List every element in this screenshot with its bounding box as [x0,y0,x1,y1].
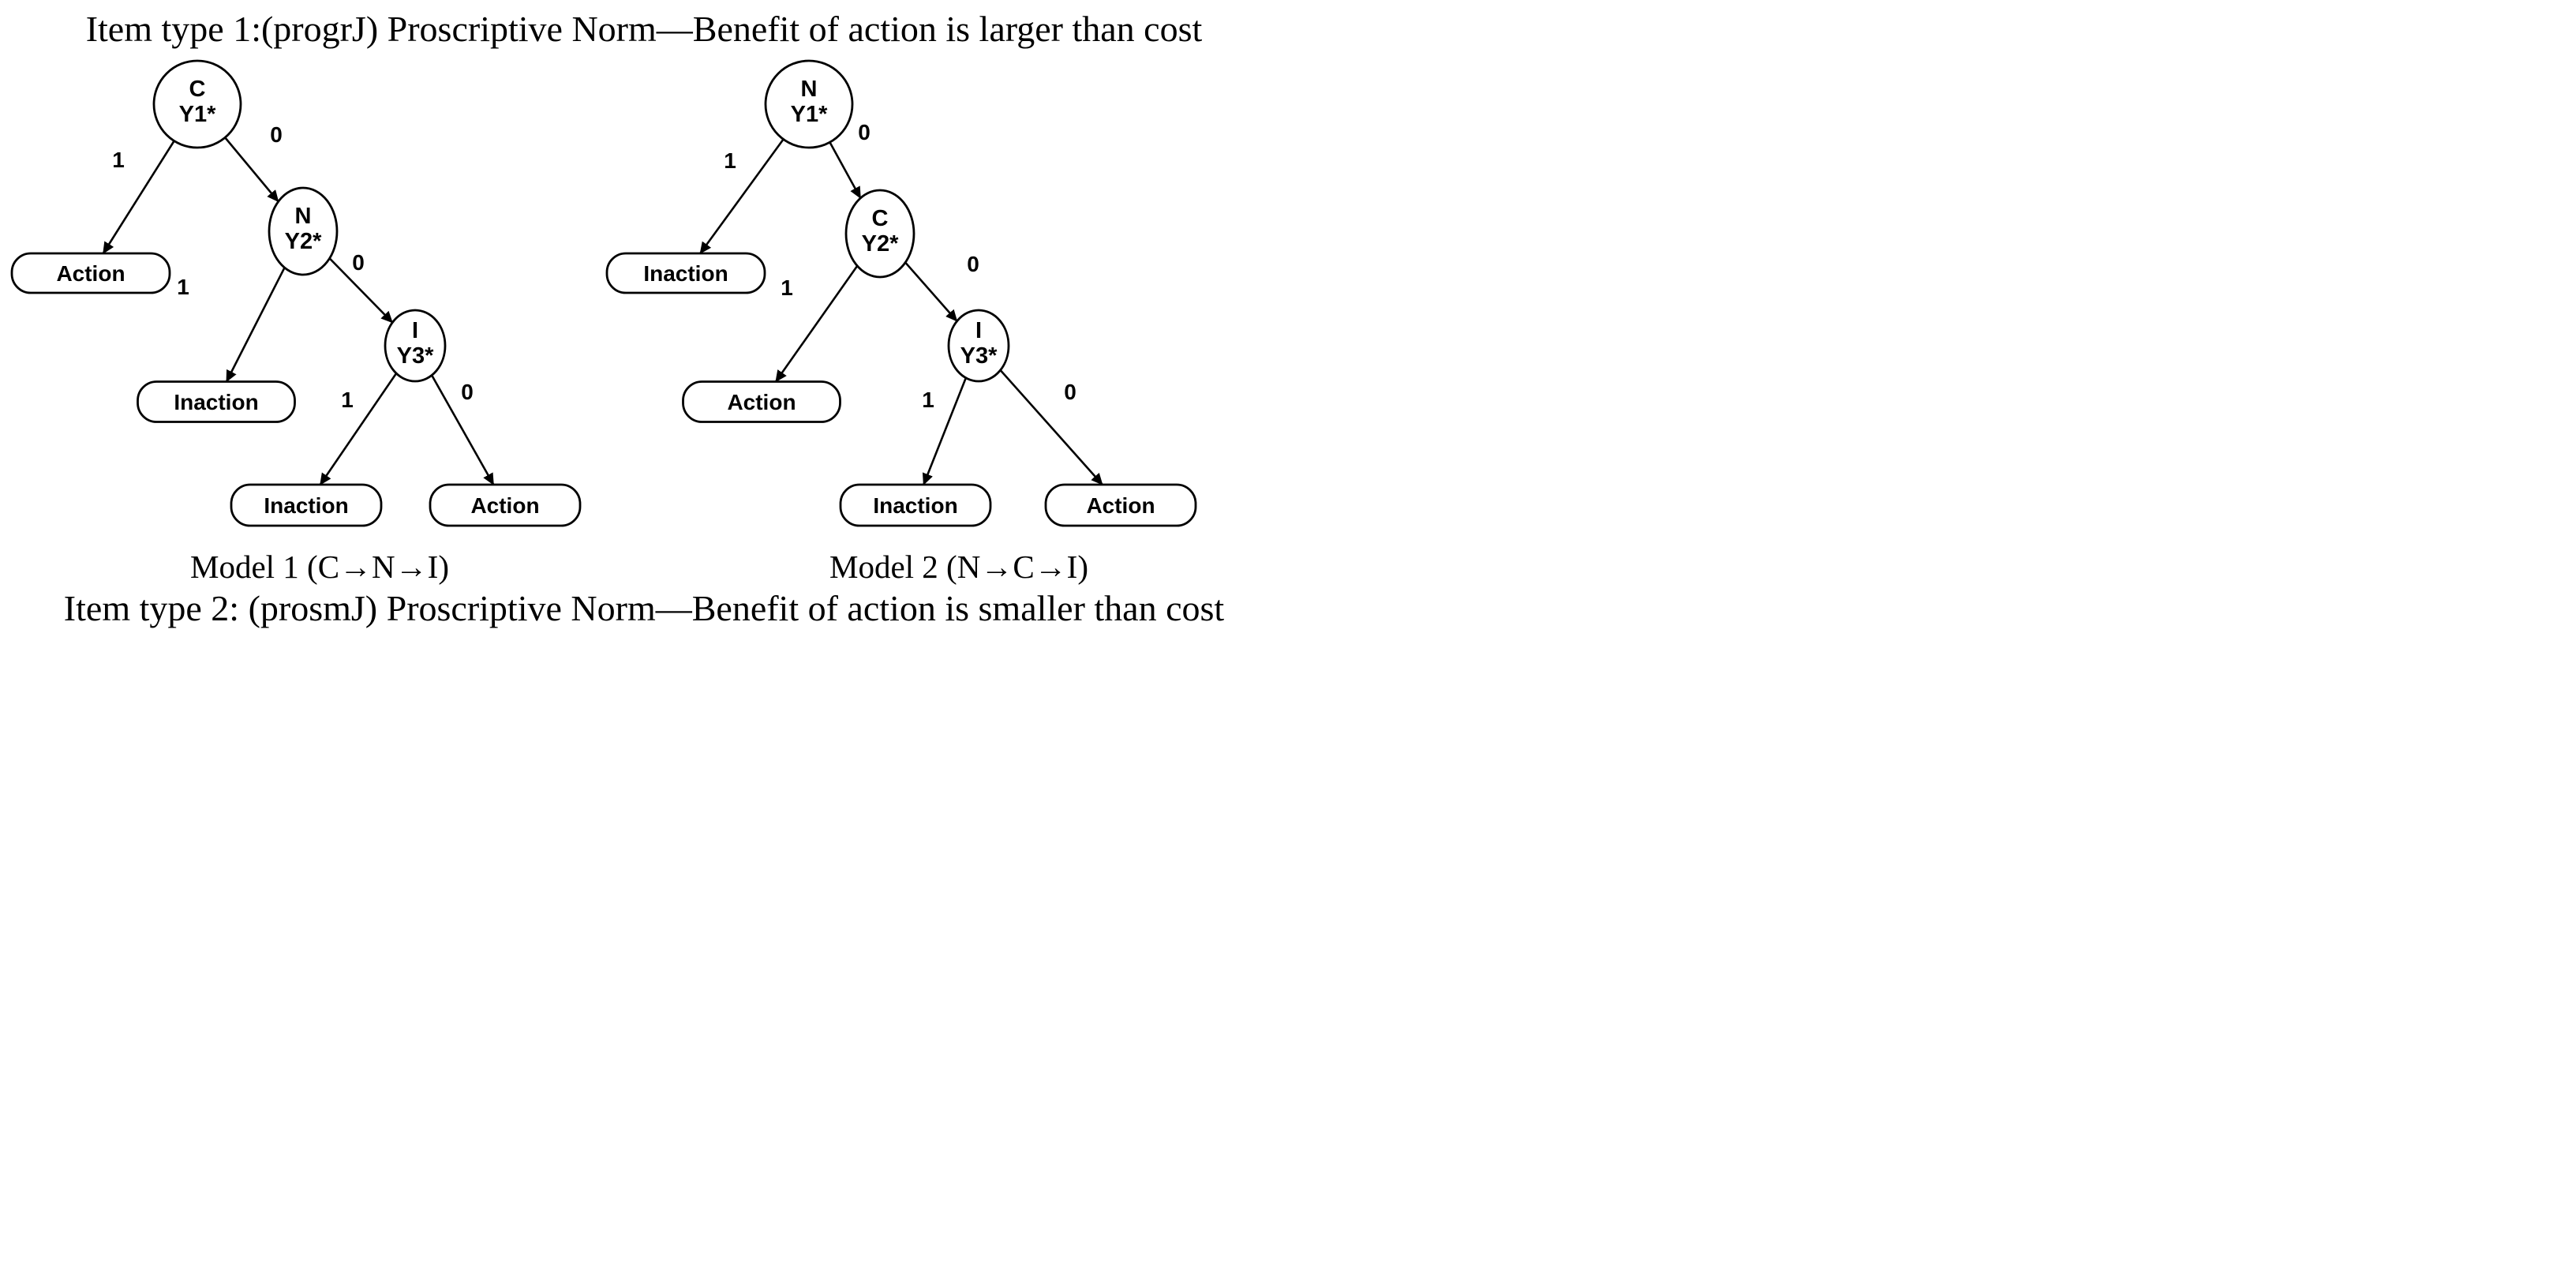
edge-label-0-m2-cost: 0 [858,120,871,144]
decision-node-label-m2-root-line2: Y1* [791,102,828,127]
item-type-1-title: Item type 1:(progrJ) Proscriptive Norm—B… [85,9,1203,49]
leaf-node-label-m1-inaction-l3: Inaction [174,390,258,414]
edge-label-1-m2-inaction-l2: 1 [724,148,736,173]
leaf-node-m2-action-l3 [682,380,841,423]
decision-node-label-m2-intent-line2: Y3* [960,343,998,369]
decision-node-label-m2-cost-line2: Y2* [862,231,899,257]
leaf-node-label-m2-inaction-l4: Inaction [873,493,957,518]
leaf-node-m1-inaction-l4 [230,483,383,527]
decision-node-label-m1-intent-line2: Y3* [397,343,434,369]
edge-label-0-m1-intent: 0 [352,250,365,275]
decision-node-label-m1-norm-line2: Y2* [285,229,322,254]
model-2-caption: Model 2 (N→C→I) [829,549,1088,585]
leaf-node-label-m2-action-l4: Action [1086,493,1155,518]
edge-label-1-m1-inaction-l4: 1 [341,388,354,412]
decision-node-m2-intent [947,309,1010,383]
decision-node-m2-cost [844,189,915,279]
decision-node-m1-norm [268,186,339,276]
leaf-node-m2-inaction-l2 [605,252,766,294]
decision-node-label-m1-intent-line1: I [412,318,418,343]
edge-label-1-m2-inaction-l4: 1 [922,388,934,412]
leaf-node-m1-inaction-l3 [137,380,296,423]
decision-node-m1-intent [384,309,447,383]
decision-node-m1-root [152,59,242,149]
edge-label-0-m2-action-l4: 0 [1064,380,1076,404]
leaf-node-label-m1-inaction-l4: Inaction [264,493,348,518]
tree-model1: 1 0 1 0 1 0 CY1* Action NY2* Inaction IY3* Inaction… [10,59,582,527]
leaf-node-m2-action-l4 [1044,483,1197,527]
edge-label-0-m1-norm: 0 [270,122,283,147]
edge-label-1-m1-action-l2: 1 [112,148,125,172]
decision-tree-figure: Item type 1:(progrJ) Proscriptive Norm—B… [0,0,1288,642]
decision-node-label-m2-intent-line1: I [975,318,982,343]
decision-node-m2-root [764,59,854,149]
leaf-node-m1-action-l4 [429,483,582,527]
leaf-node-label-m2-inaction-l2: Inaction [643,261,728,286]
decision-node-label-m1-root-line2: Y1* [179,102,216,127]
decision-node-label-m1-root-line1: C [189,77,206,102]
decision-node-label-m1-norm-line1: N [295,204,312,229]
leaf-node-m2-inaction-l4 [839,483,992,527]
decision-node-label-m2-root-line1: N [801,77,818,102]
edge-label-1-m2-action-l3: 1 [781,275,793,300]
edge-label-0-m1-action-l4: 0 [461,380,474,404]
edge-label-0-m2-intent: 0 [967,252,979,276]
decision-node-label-m2-cost-line1: C [872,206,889,231]
edge-label-1-m1-inaction-l3: 1 [177,275,189,299]
model-1-caption: Model 1 (C→N→I) [190,549,449,585]
leaf-node-label-m1-action-l2: Action [56,261,125,286]
item-type-2-title: Item type 2: (prosmJ) Proscriptive Norm—… [63,588,1225,628]
leaf-node-m1-action-l2 [10,252,171,294]
leaf-node-label-m1-action-l4: Action [470,493,539,518]
tree-model2: 1 0 1 0 1 0 NY1* Inaction CY2* Action IY3* Inaction… [605,59,1197,527]
leaf-node-label-m2-action-l3: Action [727,390,796,414]
